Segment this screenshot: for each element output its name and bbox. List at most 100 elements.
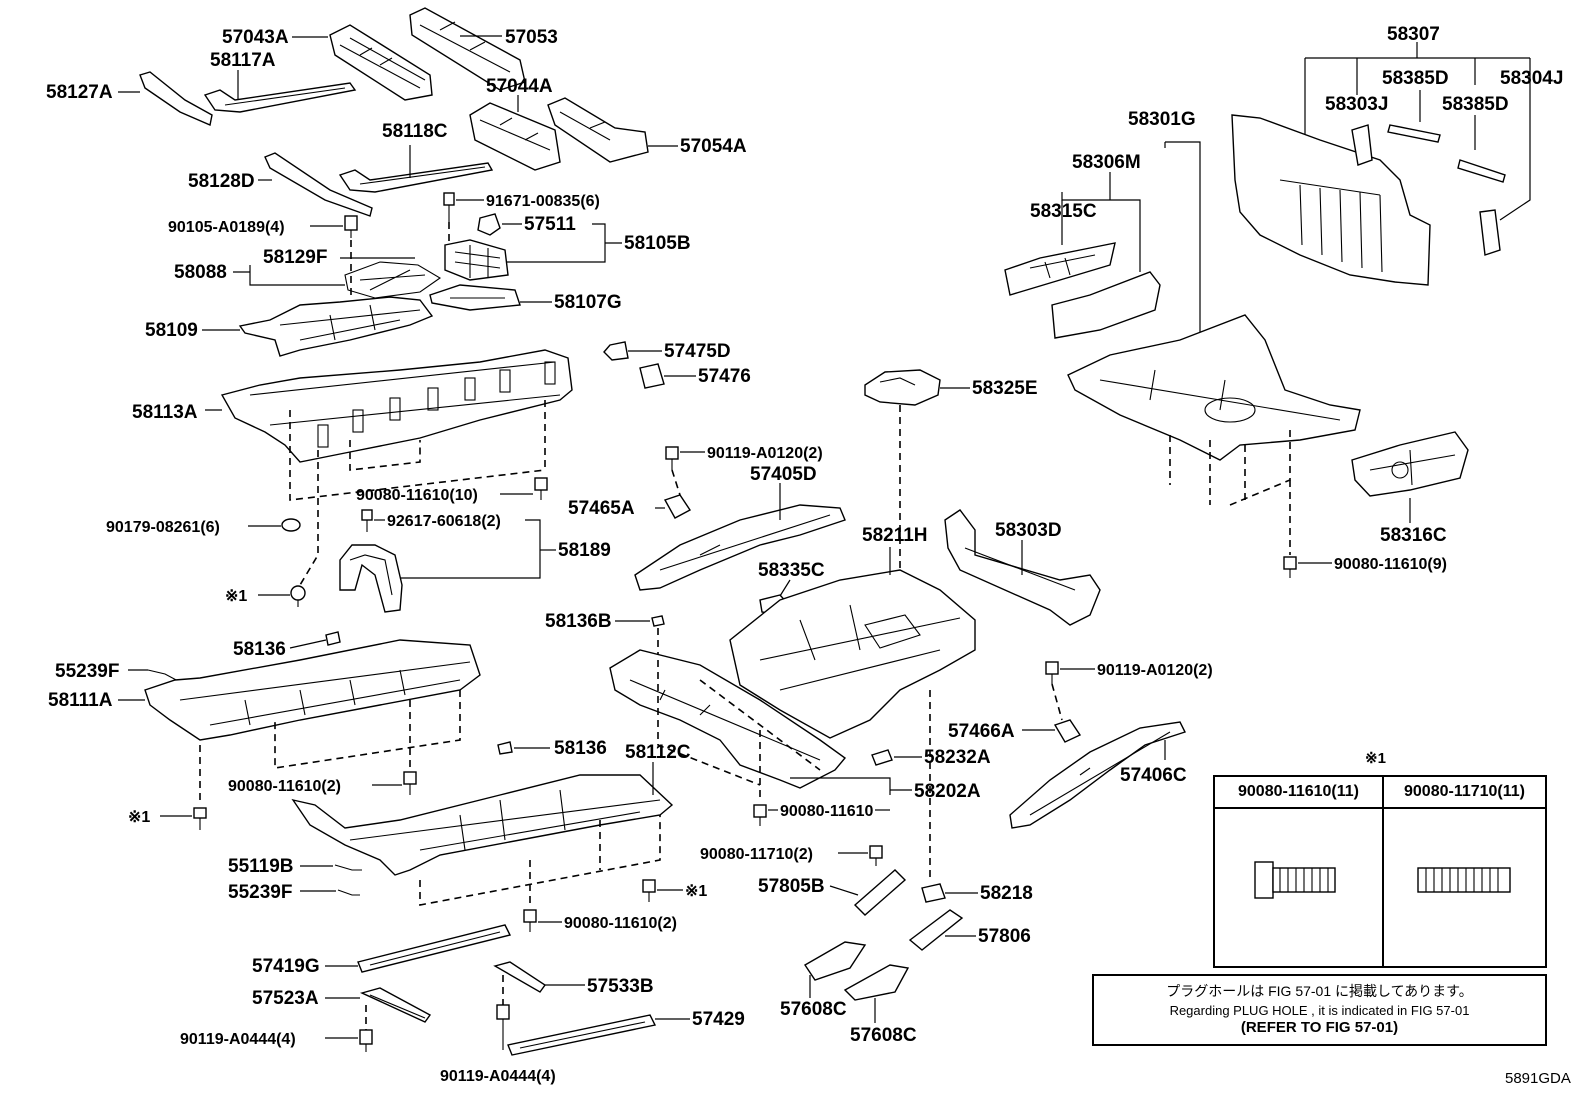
part-58385D-a[interactable] [1387, 124, 1441, 143]
label-mark1-c: ※1 [685, 883, 707, 900]
bolt-illustration-11610 [1254, 861, 1336, 899]
part-58118C[interactable] [338, 162, 494, 193]
label-58136-a: 58136 [233, 639, 286, 660]
bolt-mark1-a[interactable] [290, 585, 306, 607]
label-58218: 58218 [980, 883, 1033, 904]
part-58127A[interactable] [139, 71, 213, 126]
part-58129F[interactable] [344, 261, 442, 299]
label-90080-9: 90080-11610(9) [1334, 556, 1447, 573]
label-57806: 57806 [978, 926, 1031, 947]
label-58303J: 58303J [1325, 94, 1388, 115]
label-58335C: 58335C [758, 560, 825, 581]
bolt-90105-A0189[interactable] [344, 215, 358, 238]
part-58136-b[interactable] [497, 741, 513, 755]
part-57475D[interactable] [603, 341, 629, 361]
part-57523A[interactable] [359, 987, 432, 1023]
part-57429[interactable] [507, 1014, 657, 1056]
part-58316C[interactable] [1351, 431, 1469, 497]
note-line-japanese: プラグホールは FIG 57-01 に掲載してあります。 [1166, 983, 1473, 999]
bolt-92617-60618[interactable] [361, 509, 373, 532]
label-58117A: 58117A [210, 50, 276, 71]
part-58136B[interactable] [651, 615, 665, 627]
figure-id: 5891GDA [1505, 1070, 1571, 1087]
label-58315C: 58315C [1030, 201, 1097, 222]
bolt-mark1-b[interactable] [193, 807, 207, 830]
part-57465A[interactable] [663, 494, 692, 519]
label-58127A: 58127A [46, 82, 113, 103]
bolt-mark1-c[interactable] [642, 879, 656, 902]
label-57419G: 57419G [252, 956, 320, 977]
label-58105B: 58105B [624, 233, 691, 254]
label-91671: 91671-00835(6) [486, 193, 600, 210]
part-58109[interactable] [238, 296, 434, 357]
label-58129F: 58129F [263, 247, 327, 268]
part-58113A[interactable] [220, 349, 573, 463]
part-57608C-a[interactable] [804, 941, 867, 981]
part-58232A[interactable] [871, 749, 893, 766]
part-58307[interactable] [1231, 114, 1431, 286]
bolt-90080-11710-2[interactable] [869, 845, 883, 866]
label-55239F-b: 55239F [228, 882, 292, 903]
part-57053[interactable] [409, 7, 526, 91]
bolt-90119-A0444-a[interactable] [359, 1029, 373, 1052]
part-58117A[interactable] [203, 82, 357, 113]
bolt-reference-table: ※1 90080-11610(11) 90080-11710(11) [1213, 750, 1547, 968]
part-58315C[interactable] [1004, 242, 1116, 296]
bolt-90080-11610-10[interactable] [534, 477, 548, 500]
part-55119B[interactable] [334, 864, 362, 871]
label-57608C-b: 57608C [850, 1025, 917, 1046]
label-90080-2a: 90080-11610(2) [228, 778, 341, 795]
bolt-table-divider [1382, 777, 1384, 966]
part-57806[interactable] [908, 909, 964, 951]
part-57476[interactable] [639, 363, 665, 389]
part-57419G[interactable] [357, 924, 512, 973]
label-57533B: 57533B [587, 976, 654, 997]
bolt-90119-A0444-b[interactable] [496, 1004, 510, 1050]
grommet-90179-08261[interactable] [281, 518, 301, 532]
part-58218[interactable] [921, 883, 946, 903]
clip-90119-A0120-a[interactable] [665, 446, 679, 470]
bolt-table-mark: ※1 [1365, 750, 1386, 767]
part-57466A[interactable] [1053, 719, 1082, 743]
part-57608C-b[interactable] [843, 964, 910, 1001]
clip-90119-A0120-b[interactable] [1045, 661, 1059, 684]
label-90080-center: 90080-11610 [780, 803, 874, 820]
part-58111A[interactable] [144, 639, 481, 741]
part-57805B[interactable] [853, 869, 907, 916]
label-57475D: 57475D [664, 341, 731, 362]
bolt-90080-11610-center[interactable] [753, 804, 767, 826]
bolt-91671-00835[interactable] [443, 192, 455, 222]
part-58304J[interactable] [1479, 209, 1501, 256]
part-58112C[interactable] [291, 774, 674, 876]
part-58301G[interactable] [1067, 314, 1361, 461]
label-mark1-b: ※1 [128, 809, 150, 826]
part-58303J[interactable] [1351, 124, 1373, 166]
label-58202A: 58202A [914, 781, 981, 802]
bolt-90080-11610-9[interactable] [1283, 556, 1297, 578]
label-58301G: 58301G [1128, 109, 1196, 130]
label-58109: 58109 [145, 320, 198, 341]
part-57044A[interactable] [469, 102, 561, 171]
part-58385D-b[interactable] [1457, 159, 1506, 183]
part-58107G[interactable] [429, 284, 521, 311]
part-58136-a[interactable] [325, 631, 341, 646]
part-58189[interactable] [339, 544, 403, 613]
part-57406C[interactable] [1009, 721, 1186, 829]
label-58385D-b: 58385D [1442, 94, 1509, 115]
part-58128D[interactable] [264, 152, 373, 217]
part-58325E[interactable] [864, 369, 941, 406]
part-57043A[interactable] [329, 24, 433, 101]
part-57405D[interactable] [634, 504, 846, 591]
part-58306M[interactable] [1051, 271, 1161, 339]
part-58303D[interactable] [944, 509, 1101, 626]
label-57466A: 57466A [948, 721, 1015, 742]
part-58211H[interactable] [729, 569, 976, 739]
label-55239F-a: 55239F [55, 661, 119, 682]
label-90119-A0444-b: 90119-A0444(4) [440, 1068, 556, 1085]
bolt-90080-11610-2b[interactable] [523, 909, 537, 932]
part-58105B[interactable] [444, 239, 509, 281]
bolt-90080-11610-2a[interactable] [403, 771, 417, 795]
part-55239F-b[interactable] [337, 889, 360, 896]
part-57054A[interactable] [547, 97, 649, 163]
part-57511[interactable] [477, 213, 501, 236]
